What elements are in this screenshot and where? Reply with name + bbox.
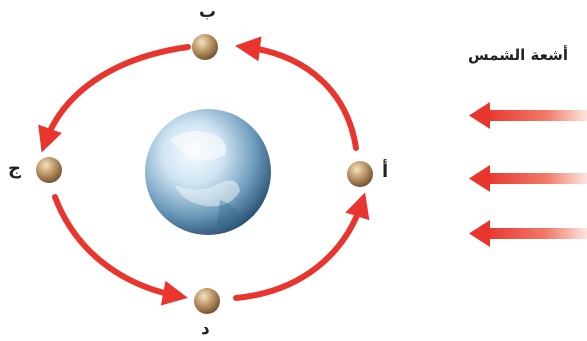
label-position-d: د bbox=[201, 321, 210, 338]
sun-rays-label: أشعة الشمس bbox=[468, 48, 568, 63]
moon-icon-c bbox=[36, 157, 62, 183]
sun-ray-arrows bbox=[469, 102, 587, 247]
orbit-arrow-d-to-a bbox=[236, 202, 362, 298]
label-position-c: ج bbox=[8, 160, 21, 178]
label-position-b: ب bbox=[199, 4, 216, 21]
orbit-arrow-a-to-b bbox=[245, 47, 356, 148]
moon-icon-b bbox=[192, 34, 218, 60]
moon-icon-a bbox=[347, 161, 373, 187]
earth-globe-icon bbox=[145, 109, 271, 235]
sun-ray-arrow-1 bbox=[469, 102, 587, 129]
moon-icon-d bbox=[194, 288, 220, 314]
label-position-a: أ bbox=[382, 163, 388, 181]
sun-ray-arrow-2 bbox=[469, 165, 587, 192]
sun-ray-arrow-3 bbox=[469, 220, 587, 247]
